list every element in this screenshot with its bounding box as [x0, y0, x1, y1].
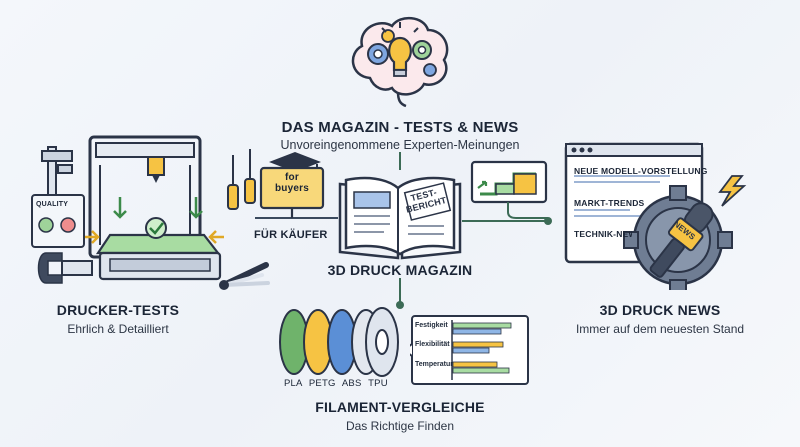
spool-label-tpu: TPU [368, 378, 388, 389]
spool-labels: PLA PETG ABS TPU [284, 378, 388, 389]
news-browser-illustration [564, 142, 747, 290]
spool-label-abs: ABS [341, 378, 362, 389]
printer-tests-subtitle: Ehrlich & Detailliert [67, 322, 169, 336]
news-item-new-models: NEUE MODELL-VORSTELLUNG [574, 166, 708, 176]
spool-label-pla: PLA [284, 378, 303, 389]
chart-label-temperature: Temperatur [415, 361, 453, 368]
chart-label-strength: Festigkeit [415, 322, 448, 329]
caliper-icon [41, 146, 73, 208]
center-title: 3D DRUCK MAGAZIN [327, 262, 473, 278]
buyers-sign-line-1: for [285, 172, 299, 183]
microphone-icon [649, 202, 714, 278]
news-item-tech-news: TECHNIK-NEWS [574, 229, 632, 239]
growth-chart-icon [470, 160, 548, 219]
news-subtitle: Immer auf dem neuesten Stand [575, 322, 745, 336]
brain-lightbulb-icon [351, 17, 449, 108]
news-item-market-trends: MARKT-TRENDS [574, 198, 645, 208]
fuer-kaeufer-label: FÜR KÄUFER [254, 229, 328, 241]
buyers-sign-line-2: buyers [275, 183, 309, 194]
filament-spools-illustration [279, 307, 399, 377]
filament-comparison-chart [410, 315, 529, 385]
magazine-headline: DAS MAGAZIN - TESTS & NEWS [281, 119, 519, 136]
filament-subtitle: Das Richtige Finden [345, 419, 455, 433]
feeler-gauge-icon [219, 262, 270, 290]
magazine-subheadline: Unvoreingenommene Experten-Meinungen [280, 138, 520, 152]
quality-label: QUALITY [36, 201, 69, 208]
spool-label-petg: PETG [308, 378, 336, 389]
printer-test-illustration [31, 135, 270, 290]
open-magazine-icon [338, 176, 462, 260]
filament-title: FILAMENT-VERGLEICHE [315, 399, 485, 415]
printer-tests-title: DRUCKER-TESTS [56, 302, 180, 318]
buyers-sign-text: for buyers [262, 172, 322, 194]
buyers-sign-icon [259, 152, 325, 218]
chart-label-flexibility: Flexibilität [415, 341, 450, 348]
news-title: 3D DRUCK NEWS [599, 302, 721, 318]
